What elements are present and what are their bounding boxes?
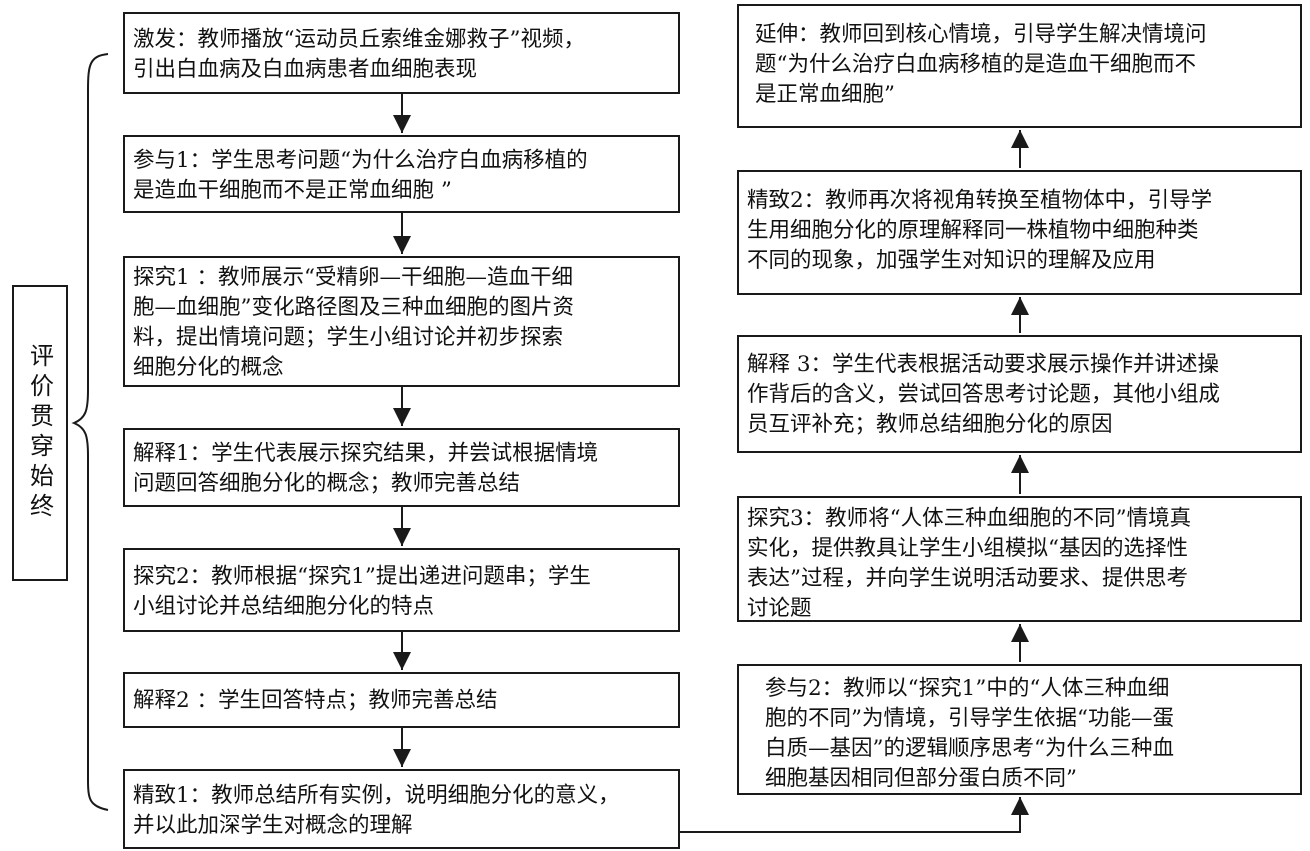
step-text: 解释2 ：学生回答特点；教师完善总结 bbox=[133, 688, 498, 713]
step-explain-3: 解释 3：学生代表根据活动要求展示操作并讲述操 作背后的含义，尝试回答思考讨论题… bbox=[737, 335, 1302, 453]
step-text: 参与1：学生思考问题“为什么治疗白血病移植的 是造血干细胞而不是正常血细胞 ” bbox=[133, 148, 588, 203]
arrow-bridge bbox=[680, 797, 1029, 833]
step-elaborate-1: 精致1：教师总结所有实例，说明细胞分化的意义， 并以此加深学生对概念的理解 bbox=[123, 769, 680, 849]
step-explain-2: 解释2 ：学生回答特点；教师完善总结 bbox=[123, 672, 680, 728]
step-elaborate-2: 精致2：教师再次将视角转换至植物体中，引导学 生用细胞分化的原理解释同一株植物中… bbox=[737, 170, 1302, 295]
step-text: 参与2：教师以“探究1”中的“人体三种血细 胞的不同”为情境，引导学生依据“功能… bbox=[765, 676, 1174, 791]
evaluation-throughout-box: 评价贯穿始终 bbox=[12, 285, 68, 581]
step-engage-1: 参与1：学生思考问题“为什么治疗白血病移植的 是造血干细胞而不是正常血细胞 ” bbox=[123, 135, 680, 213]
step-text: 探究2：教师根据“探究1”提出递进问题串；学生 小组讨论并总结细胞分化的特点 bbox=[133, 564, 591, 619]
step-text: 解释1：学生代表展示探究结果，并尝试根据情境 问题回答细胞分化的概念；教师完善总… bbox=[133, 441, 599, 496]
curly-brace bbox=[71, 53, 109, 811]
step-explore-1: 探究1 ：教师展示“受精卵—干细胞—造血干细 胞—血细胞”变化路径图及三种血细胞… bbox=[123, 256, 680, 387]
step-explore-2: 探究2：教师根据“探究1”提出递进问题串；学生 小组讨论并总结细胞分化的特点 bbox=[123, 548, 680, 632]
step-text: 解释 3：学生代表根据活动要求展示操作并讲述操 作背后的含义，尝试回答思考讨论题… bbox=[747, 352, 1221, 437]
step-engage-2: 参与2：教师以“探究1”中的“人体三种血细 胞的不同”为情境，引导学生依据“功能… bbox=[737, 664, 1302, 795]
step-text: 精致2：教师再次将视角转换至植物体中，引导学 生用细胞分化的原理解释同一株植物中… bbox=[747, 188, 1213, 273]
step-text: 激发：教师播放“运动员丘索维金娜救子”视频， 引出白血病及白血病患者血细胞表现 bbox=[133, 27, 585, 82]
step-text: 探究1 ：教师展示“受精卵—干细胞—造血干细 胞—血细胞”变化路径图及三种血细胞… bbox=[133, 265, 574, 380]
step-explore-3: 探究3：教师将“人体三种血细胞的不同”情境真 实化，提供教具让学生小组模拟“基因… bbox=[737, 496, 1302, 622]
step-extend: 延伸：教师回到核心情境，引导学生解决情境问 题“为什么治疗白血病移植的是造血干细… bbox=[737, 4, 1302, 128]
step-explain-1: 解释1：学生代表展示探究结果，并尝试根据情境 问题回答细胞分化的概念；教师完善总… bbox=[123, 428, 680, 507]
step-text: 延伸：教师回到核心情境，引导学生解决情境问 题“为什么治疗白血病移植的是造血干细… bbox=[755, 22, 1207, 107]
step-stimulate: 激发：教师播放“运动员丘索维金娜救子”视频， 引出白血病及白血病患者血细胞表现 bbox=[123, 12, 680, 94]
step-text: 精致1：教师总结所有实例，说明细胞分化的意义， 并以此加深学生对概念的理解 bbox=[133, 783, 620, 838]
side-label: 评价贯穿始终 bbox=[25, 343, 54, 523]
step-text: 探究3：教师将“人体三种血细胞的不同”情境真 实化，提供教具让学生小组模拟“基因… bbox=[747, 506, 1192, 621]
